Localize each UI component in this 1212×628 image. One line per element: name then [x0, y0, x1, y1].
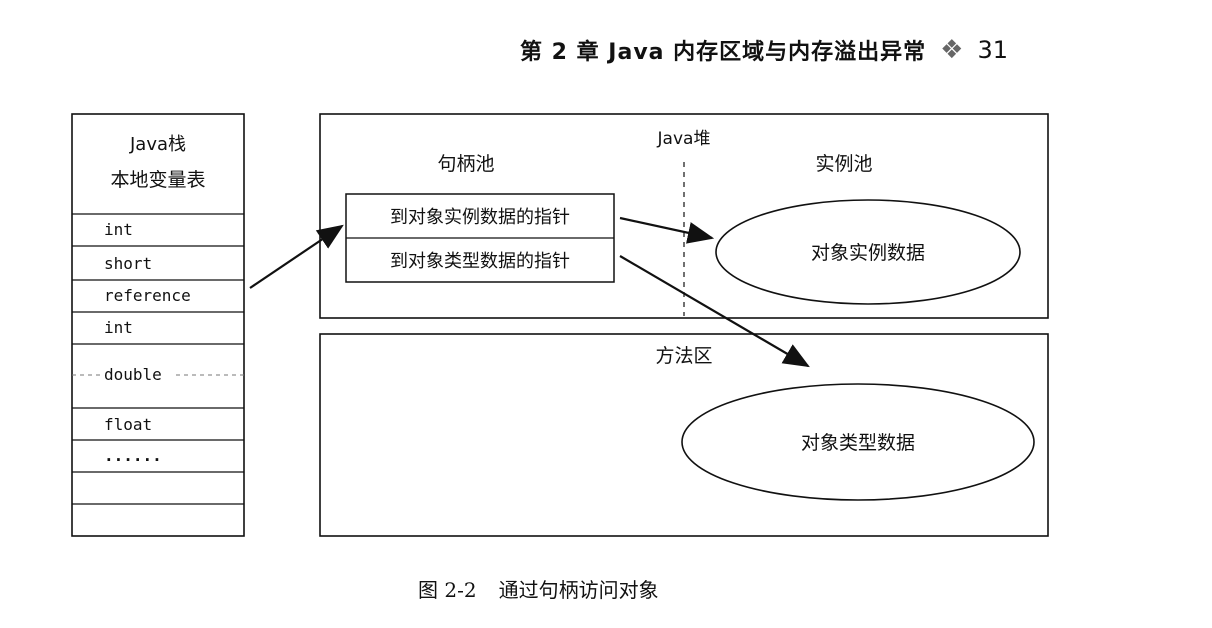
java-heap-frame	[319, 113, 1049, 319]
instance-data-label: 对象实例数据	[811, 242, 925, 264]
method-area-title: 方法区	[655, 345, 712, 367]
java-heap-title: Java堆	[657, 129, 711, 149]
chapter-title: 第 2 章 Java 内存区域与内存溢出异常	[520, 40, 927, 65]
figure-caption: 图 2-2 通过句柄访问对象	[418, 574, 659, 603]
page-number: 31	[977, 36, 1009, 64]
type-data-pointer: 到对象类型数据的指针	[390, 251, 570, 272]
stack-slot-double: double	[104, 365, 162, 384]
stack-slot-ellipsis: ......	[104, 446, 162, 465]
page-header: 第 2 章 Java 内存区域与内存溢出异常 ❖ 31	[520, 30, 1140, 70]
instance-data-ellipse	[715, 199, 1021, 305]
figure-number: 图 2-2	[418, 578, 477, 602]
type-data-label: 对象类型数据	[801, 432, 915, 454]
figure-title: 通过句柄访问对象	[498, 578, 659, 602]
method-area-frame	[319, 333, 1049, 537]
reference-to-handle-arrow	[249, 224, 344, 289]
stack-slot-reference: reference	[104, 286, 191, 305]
handle-to-type-arrow	[619, 255, 810, 368]
four-diamond-ornament-icon: ❖	[940, 35, 964, 65]
handle-pool-title: 句柄池	[437, 153, 494, 175]
instance-pool-title: 实例池	[815, 153, 872, 175]
type-data-ellipse	[681, 383, 1035, 501]
java-stack-title: Java栈	[129, 134, 186, 155]
method-area: 方法区 对象类型数据	[319, 333, 1049, 537]
stack-slot-short: short	[104, 254, 152, 273]
java-stack-frame	[71, 113, 245, 537]
instance-data-pointer: 到对象实例数据的指针	[390, 207, 570, 228]
local-variable-table-title: 本地变量表	[110, 169, 205, 191]
handle-to-instance-arrow	[619, 216, 715, 244]
stack-slot-float: float	[104, 415, 152, 434]
stack-slot-int-2: int	[104, 318, 133, 337]
java-heap: Java堆 句柄池 到对象实例数据的指针 到对象类型数据的指针 实例池 对象实例…	[319, 113, 1049, 319]
java-stack: Java栈 本地变量表 int short reference int doub…	[71, 113, 245, 537]
stack-slot-int-1: int	[104, 220, 133, 239]
